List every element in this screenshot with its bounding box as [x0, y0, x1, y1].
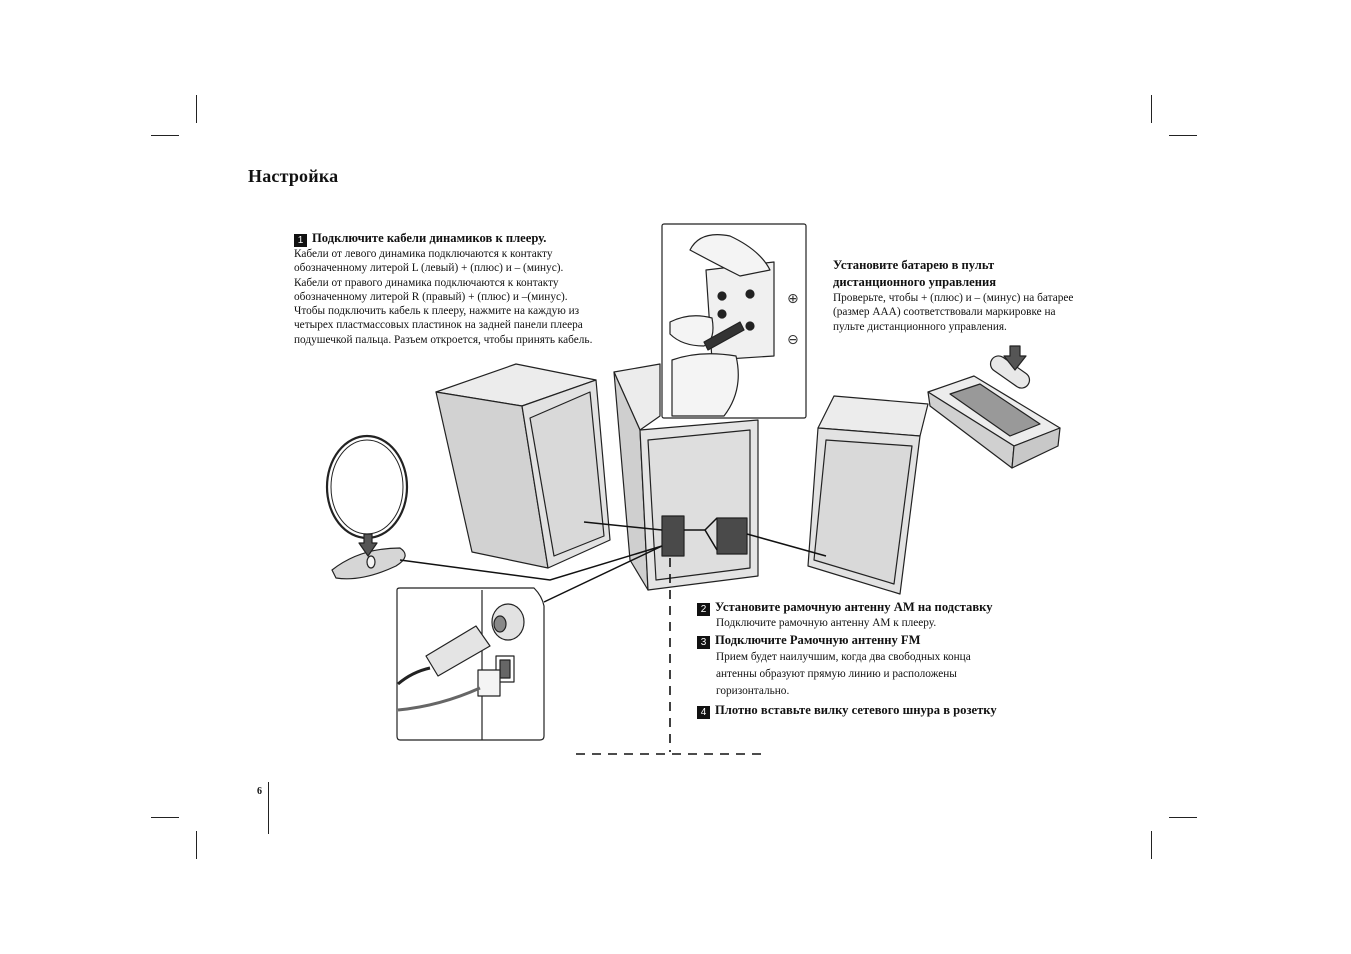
plus-terminal-symbol: ⊕ — [787, 291, 799, 307]
step-number-badge: 3 — [697, 636, 710, 650]
step-number-badge: 4 — [697, 706, 710, 720]
step-1-text-line: Кабели от правого динамика подключаются … — [294, 276, 559, 289]
battery-text-line: пульте дистанционного управления. — [833, 320, 1007, 333]
terminal-inset-illustration — [661, 223, 807, 419]
connection-lines — [399, 517, 827, 603]
battery-text-line: Проверьте, чтобы + (плюс) и – (минус) на… — [833, 292, 1074, 304]
step-1-text-line: четырех пластмассовых пластинок на задне… — [294, 319, 583, 332]
crop-mark — [151, 135, 179, 136]
step-3-text-line: горизонтально. — [716, 685, 790, 698]
speaker-terminal-right — [716, 517, 748, 555]
step-number-badge: 1 — [294, 234, 307, 247]
crop-mark — [1151, 95, 1152, 123]
step-number-badge: 2 — [697, 603, 710, 616]
page-number-rule — [268, 782, 269, 834]
minus-terminal-symbol: ⊖ — [787, 332, 799, 348]
step-1-text-line: Кабели от левого динамика подключаются к… — [294, 248, 553, 260]
battery-text-line: (размер ААА) соответствовали маркировке … — [833, 306, 1056, 319]
crop-mark — [1169, 817, 1197, 818]
crop-mark — [151, 817, 179, 818]
crop-mark — [196, 95, 197, 123]
power-cord-dashed-line — [576, 558, 766, 755]
step-1-text-line: обозначенному литерой L (левый) + (плюс)… — [294, 262, 564, 275]
right-speaker-illustration — [807, 395, 929, 595]
page-title: Настройка — [248, 166, 339, 186]
crop-mark — [196, 831, 197, 859]
crop-mark — [1169, 135, 1197, 136]
step-2-text-line: Подключите рамочную антенну АМ к плееру. — [716, 617, 937, 629]
battery-block: Установите батарею в пульт дистанционног… — [833, 257, 1073, 334]
antenna-plug-inset-illustration — [396, 587, 545, 741]
speaker-terminal-left — [661, 515, 685, 557]
step-1-text-line: Чтобы подключить кабель к плееру, нажмит… — [294, 305, 580, 318]
am-loop-antenna-illustration — [325, 434, 409, 580]
remote-control-illustration — [927, 345, 1061, 469]
page-number: 6 — [257, 786, 262, 797]
step-3-text-line: Прием будет наилучшим, когда два свободн… — [716, 651, 971, 664]
step-3-text-line: антенны образуют прямую линию и располож… — [716, 668, 957, 681]
player-unit-illustration — [613, 363, 759, 591]
battery-heading: Установите батарею в пульт дистанционног… — [833, 258, 997, 289]
crop-mark — [1151, 831, 1152, 859]
step-1-text-line: подушечкой пальца. Разъем откроется, что… — [294, 333, 593, 346]
left-speaker-illustration — [435, 363, 611, 569]
step-1-text-line: обозначенному литерой R (правый) + (плюс… — [294, 290, 568, 303]
